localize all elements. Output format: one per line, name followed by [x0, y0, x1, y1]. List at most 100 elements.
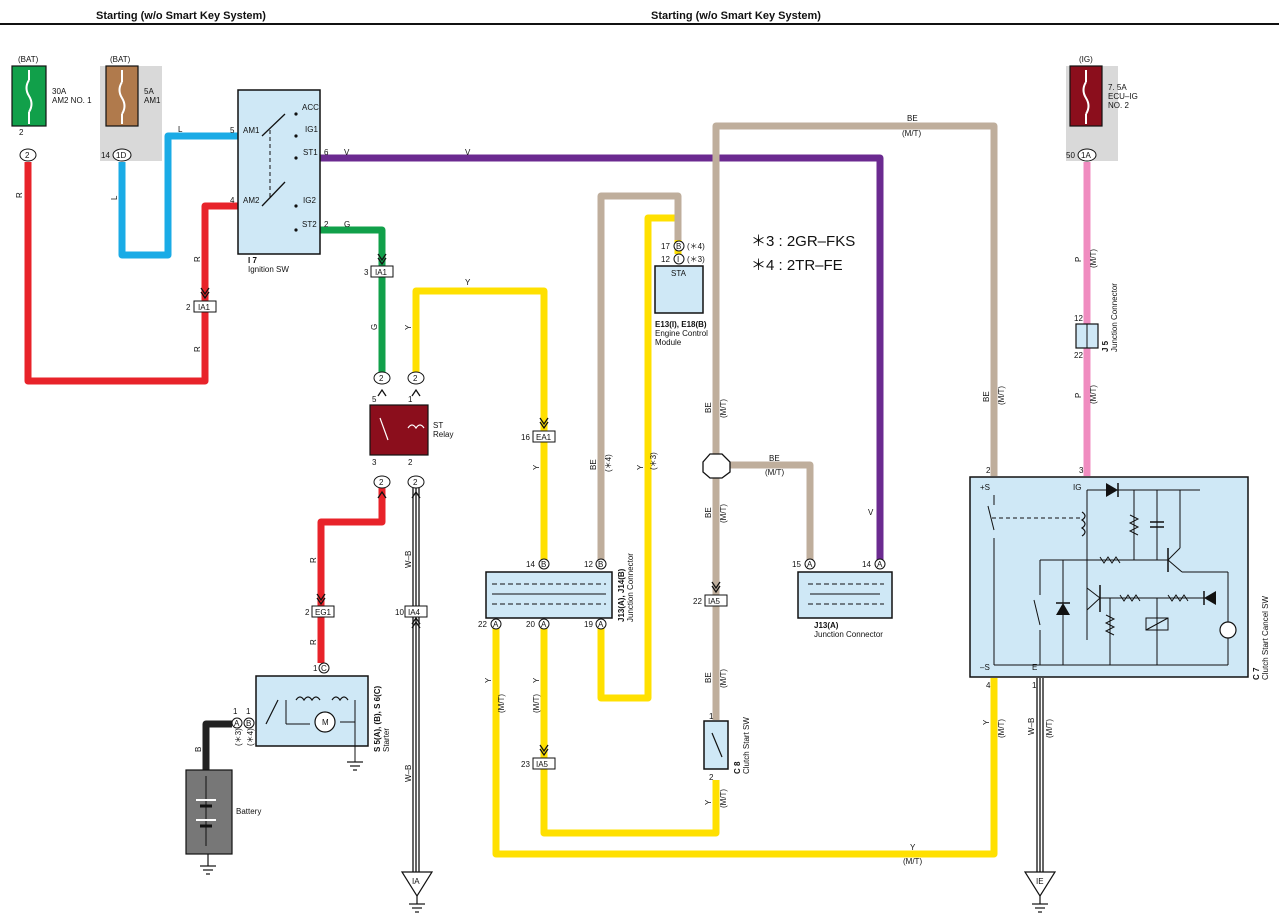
svg-text:J 5: J 5	[1101, 340, 1110, 352]
splice-point	[702, 453, 731, 479]
connector-ia5-low: 23 IA5	[521, 757, 556, 770]
svg-text:(M/T): (M/T)	[902, 129, 921, 138]
svg-text:Clutch Start SW: Clutch Start SW	[742, 717, 751, 774]
svg-text:(BAT): (BAT)	[110, 55, 131, 64]
svg-text:(＊3): (＊3)	[234, 728, 243, 746]
svg-text:2: 2	[413, 374, 418, 383]
svg-text:2: 2	[413, 478, 418, 487]
starter: 1 C M 1 1 A B (＊3) (＊4) S 5(A), (B), S 6…	[231, 662, 391, 771]
fuse-am1: (BAT) 5A AM1 14 1D	[101, 55, 161, 162]
svg-text:7. 5A: 7. 5A	[1108, 83, 1127, 92]
svg-text:G: G	[344, 220, 350, 229]
svg-text:14: 14	[101, 151, 110, 160]
svg-text:V: V	[465, 148, 471, 157]
svg-text:3: 3	[364, 268, 369, 277]
connector-ia1-left: 2 IA1	[186, 300, 217, 313]
svg-text:2: 2	[19, 128, 24, 137]
svg-text:BE: BE	[589, 459, 598, 470]
svg-text:2: 2	[709, 773, 714, 782]
svg-text:W–B: W–B	[1027, 718, 1036, 735]
svg-text:Ignition SW: Ignition SW	[248, 265, 289, 274]
wire-yellow-cancel	[492, 628, 998, 858]
svg-text:BE: BE	[704, 402, 713, 413]
svg-text:22: 22	[693, 597, 702, 606]
wire-blue-am1	[118, 132, 238, 259]
svg-text:EG1: EG1	[315, 608, 332, 617]
svg-text:Junction Connector: Junction Connector	[626, 553, 635, 622]
svg-text:IA: IA	[412, 877, 420, 886]
svg-text:Y: Y	[982, 719, 991, 725]
svg-text:R: R	[15, 192, 24, 198]
svg-text:ACC: ACC	[302, 103, 319, 112]
svg-text:1: 1	[408, 395, 413, 404]
svg-text:Junction Connector: Junction Connector	[1110, 283, 1119, 352]
svg-text:(M/T): (M/T)	[497, 694, 506, 713]
svg-text:2: 2	[379, 478, 384, 487]
ground-ia: IA	[400, 871, 434, 913]
svg-text:(＊3): (＊3)	[649, 452, 658, 470]
svg-text:1: 1	[246, 707, 251, 716]
svg-text:22: 22	[478, 620, 487, 629]
svg-text:4: 4	[230, 196, 235, 205]
svg-text:B: B	[676, 242, 681, 251]
svg-text:2: 2	[186, 303, 191, 312]
svg-text:2: 2	[305, 608, 310, 617]
svg-text:(M/T): (M/T)	[903, 857, 922, 866]
svg-text:IE: IE	[1036, 877, 1044, 886]
wire-red-starter	[317, 488, 386, 663]
ground-ie: IE	[1023, 871, 1057, 913]
svg-text:B: B	[246, 719, 251, 728]
svg-text:(＊4): (＊4)	[246, 728, 255, 746]
svg-text:1D: 1D	[116, 151, 126, 160]
wire-wb-cancel	[1036, 678, 1044, 876]
svg-text:(BAT): (BAT)	[18, 55, 39, 64]
svg-text:I: I	[677, 255, 679, 264]
svg-text:5: 5	[372, 395, 377, 404]
svg-text:6: 6	[324, 148, 329, 157]
fuse-am2: (BAT) 30A AM2 NO. 1 2 2	[11, 55, 92, 162]
svg-text:Y: Y	[404, 324, 413, 330]
svg-text:Relay: Relay	[433, 430, 453, 439]
svg-text:(M/T): (M/T)	[532, 694, 541, 713]
svg-text:(M/T): (M/T)	[719, 789, 728, 808]
svg-text:12: 12	[661, 255, 670, 264]
svg-text:2: 2	[379, 374, 384, 383]
svg-text:Junction Connector: Junction Connector	[814, 630, 883, 639]
svg-text:3: 3	[372, 458, 377, 467]
wire-black-battery	[202, 720, 232, 770]
svg-text:A: A	[541, 620, 547, 629]
svg-text:E: E	[1032, 663, 1037, 672]
svg-text:IG1: IG1	[305, 125, 318, 134]
fuse-icon	[118, 81, 126, 115]
svg-text:(M/T): (M/T)	[1045, 719, 1054, 738]
svg-text:B: B	[194, 747, 203, 752]
svg-text:L: L	[178, 125, 183, 134]
svg-text:(M/T): (M/T)	[997, 386, 1006, 405]
svg-text:Y: Y	[636, 464, 645, 470]
svg-text:IA1: IA1	[375, 268, 388, 277]
clutch-start-switch: 1 2 C 8 Clutch Start SW	[703, 712, 751, 782]
svg-text:ST1: ST1	[303, 148, 318, 157]
svg-text:12: 12	[1074, 314, 1083, 323]
svg-text:E13(I), E18(B): E13(I), E18(B)	[655, 320, 707, 329]
engine-control-module: 17 B (＊4) 12 I (＊3) STA E13(I), E18(B) E…	[654, 240, 708, 347]
svg-text:W–B: W–B	[404, 551, 413, 568]
svg-text:17: 17	[661, 242, 670, 251]
svg-text:22: 22	[1074, 351, 1083, 360]
wire-yellow-clutch	[540, 628, 720, 837]
svg-text:S 5(A), (B), S 6(C): S 5(A), (B), S 6(C)	[373, 685, 382, 752]
svg-text:14: 14	[862, 560, 871, 569]
svg-text:10: 10	[395, 608, 404, 617]
svg-text:V: V	[344, 148, 350, 157]
svg-text:BE: BE	[704, 672, 713, 683]
svg-text:J13(A), J14(B): J13(A), J14(B)	[617, 568, 626, 622]
junction-connector-j13a: 15 A 14 A J13(A) Junction Connector	[792, 558, 893, 639]
svg-text:2: 2	[324, 220, 329, 229]
svg-text:20: 20	[526, 620, 535, 629]
header-title-right: Starting (w/o Smart Key System)	[651, 10, 821, 22]
svg-text:C 7: C 7	[1252, 667, 1261, 680]
ignition-switch: AM1 AM2 ACC IG1 ST1 IG2 ST2 5 4 6 2 I 7 …	[230, 89, 329, 274]
svg-text:(M/T): (M/T)	[719, 669, 728, 688]
svg-text:M: M	[322, 718, 329, 727]
